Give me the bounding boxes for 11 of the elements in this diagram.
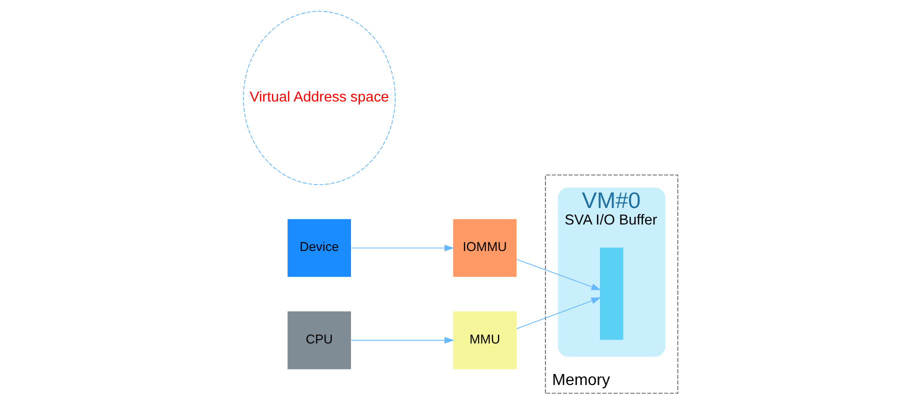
node-bar	[599, 248, 623, 340]
cluster: VM#0 SVA I/O Buffer	[557, 187, 665, 357]
arrow	[350, 244, 454, 252]
node-box: IOMMU	[452, 219, 516, 277]
arrow	[350, 336, 454, 344]
arrow	[516, 258, 600, 290]
node-box: MMU	[452, 311, 516, 370]
node-box: Device	[287, 219, 350, 277]
node-ellipse: Virtual Address space	[242, 10, 396, 186]
node-box: CPU	[287, 311, 350, 370]
arrow	[516, 297, 600, 330]
